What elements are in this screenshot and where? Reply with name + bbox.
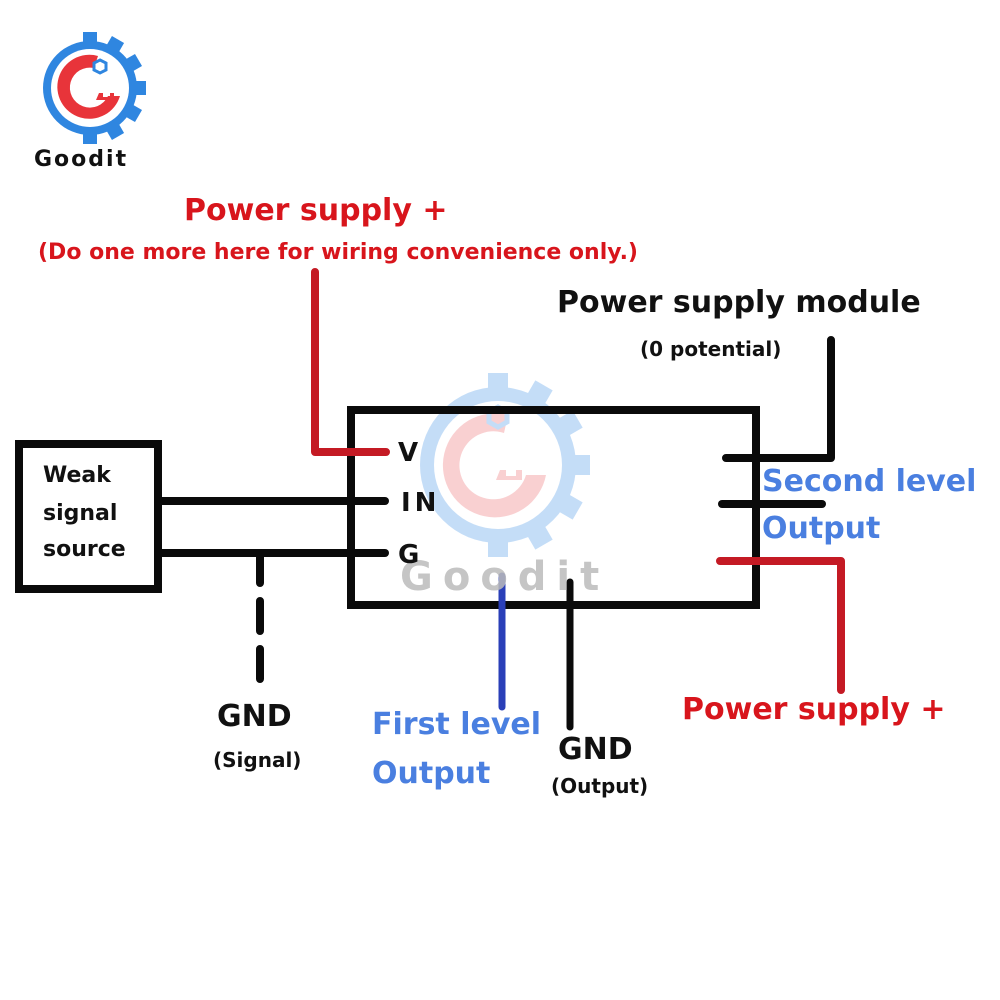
goodit-logo-icon [43, 32, 146, 144]
first-output-line-2: Output [372, 756, 491, 791]
brand-name: Goodit [34, 147, 129, 172]
wire-power-top [311, 268, 390, 456]
gnd-signal-note: (Signal) [213, 748, 302, 772]
source-box [15, 440, 162, 593]
gnd-output-title: GND [558, 732, 633, 767]
gnd-output-note: (Output) [551, 774, 649, 798]
power-top-title: Power supply + [184, 193, 448, 228]
second-output-line-1: Second level [762, 464, 977, 499]
first-output-line-1: First level [372, 707, 542, 742]
power-right-title: Power supply + [682, 692, 946, 727]
pin-v-label: V [398, 438, 419, 468]
power-module-title: Power supply module [557, 285, 921, 320]
gnd-signal-title: GND [217, 699, 292, 734]
wire-power-module [722, 336, 835, 462]
pin-in-label: IN [401, 488, 441, 518]
watermark-logo-icon [420, 373, 590, 557]
source-box-line-3: source [43, 537, 126, 562]
power-top-note: (Do one more here for wiring convenience… [38, 240, 638, 265]
source-box-line-1: Weak [43, 463, 111, 488]
watermark-text: Goodit [400, 554, 610, 600]
pin-g-label: G [398, 540, 420, 570]
wire-power-right [716, 557, 845, 694]
second-output-line-2: Output [762, 511, 881, 546]
source-box-line-2: signal [43, 501, 118, 526]
power-module-note: (0 potential) [640, 337, 782, 361]
